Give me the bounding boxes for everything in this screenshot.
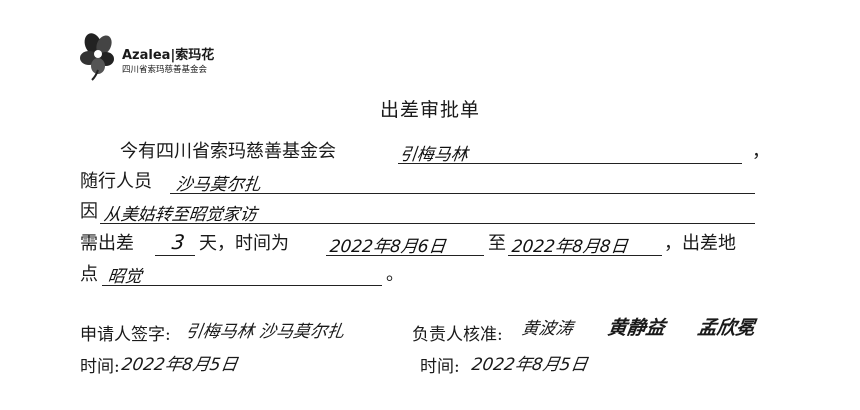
logo-organization: 四川省索玛慈善基金会 [122, 65, 208, 75]
line-organization: 今有四川省索玛慈善基金会 [120, 143, 336, 161]
applicant-name-handwritten: 引梅马林 [398, 145, 469, 165]
approver-time-handwritten: 2022年8月5日 [470, 355, 589, 375]
line4-suffix: ，出差地 [664, 233, 736, 254]
companion-label: 随行人员 [80, 171, 152, 192]
days-handwritten: 3 [170, 230, 186, 254]
approver-label: 负责人核准: [412, 325, 503, 345]
underline-1 [398, 163, 742, 164]
location-handwritten: 昭觉 [106, 267, 143, 287]
approver-signature-3: 孟欣冕 [696, 317, 757, 339]
reason-label: 因 [80, 201, 98, 222]
end-date-handwritten: 2022年8月8日 [510, 237, 629, 257]
to-label: 至 [488, 233, 506, 254]
applicant-signature: 引梅马林 沙马莫尔扎 [184, 322, 346, 342]
underline-days [155, 255, 195, 256]
underline-2 [170, 193, 755, 194]
underline-start-date [326, 255, 484, 256]
location-label: 点 [80, 264, 98, 285]
approver-time-label: 时间: [420, 357, 460, 377]
companion-name-handwritten: 沙马莫尔扎 [174, 175, 262, 195]
form-title: 出差审批单 [379, 99, 480, 121]
organization-logo: Azalea|索玛花 四川省索玛慈善基金会 [76, 30, 226, 85]
days-unit-label: 天，时间为 [199, 233, 289, 254]
underline-location [102, 285, 382, 286]
underline-end-date [508, 255, 662, 256]
duration-label: 需出差 [80, 233, 134, 254]
underline-3 [100, 223, 755, 224]
approver-signature-2: 黄静益 [606, 317, 667, 339]
line1-prefix: 今有四川省索玛慈善基金会 [120, 141, 336, 162]
approver-signature-1: 黄波涛 [520, 319, 575, 339]
applicant-time-handwritten: 2022年8月5日 [120, 355, 239, 375]
line1-suffix: ， [752, 141, 770, 162]
start-date-handwritten: 2022年8月6日 [328, 237, 447, 257]
azalea-flower-icon [80, 33, 114, 81]
line5-suffix: 。 [386, 264, 404, 285]
applicant-signature-label: 申请人签字: [80, 325, 171, 345]
applicant-time-label: 时间: [80, 357, 120, 377]
logo-name: Azalea|索玛花 [122, 48, 215, 63]
reason-handwritten: 从美姑转至昭觉家访 [102, 205, 258, 225]
